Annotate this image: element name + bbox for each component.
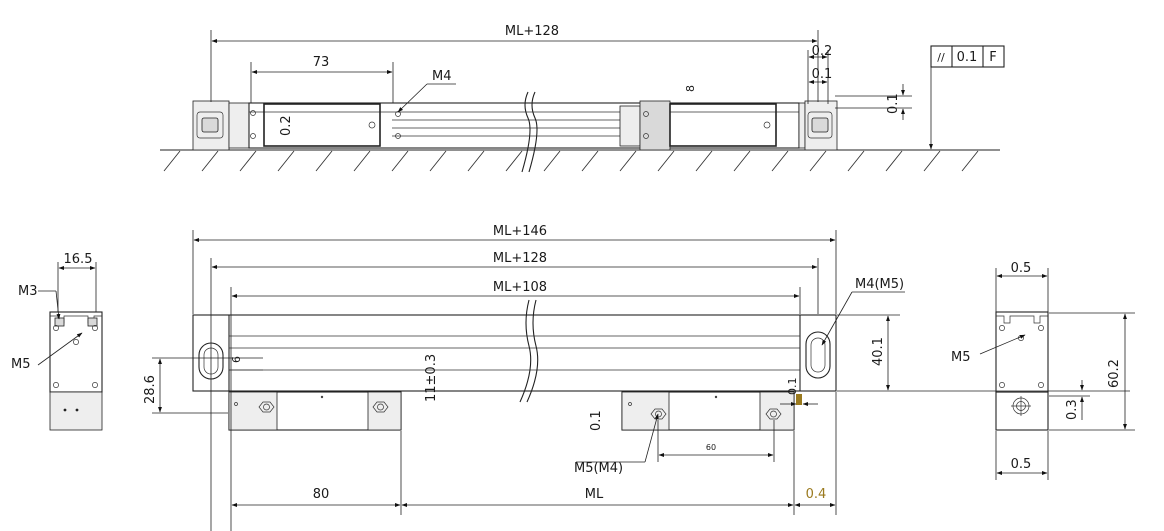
right-bottom-tol-label: 0.5 [1011,457,1032,472]
right-height-label: 60.2 [1107,359,1122,388]
head-spacing-label: 60 [706,443,716,452]
inner-length-label: ML+108 [493,280,547,295]
front-mount-label: M4(M5) [855,277,904,292]
left-width-label: 16.5 [64,252,93,267]
center-tol-label: 11±0.3 [424,354,439,402]
right-end-base [995,391,1049,431]
front-height-label: 40.1 [871,337,886,366]
end-tol-label: 0.4 [806,487,827,502]
overall-length-label: ML+128 [505,24,559,39]
offset-label: 80 [313,487,330,502]
front-view: ML+146 ML+128 ML+108 M4(M5) 40.1 28.6 6 … [143,224,1130,531]
gdt-symbol: // [937,51,945,64]
right-reading-head [669,103,777,147]
gdt-datum: F [989,50,996,65]
head-mark-label: 8 [684,85,697,92]
front-break-mark [519,299,532,403]
right-end-body [995,311,1049,393]
right-thread-label: M5 [951,350,971,365]
right-mount-slot [805,331,831,379]
mount-thread-label: M4 [432,69,452,84]
top-tol-a: 0.2 [812,44,833,59]
ground-hatching [163,150,979,172]
head-offset-label: 73 [313,55,330,70]
top-tol-b: 0.1 [812,67,833,82]
right-top-tol-label: 0.5 [1011,261,1032,276]
break-mark [521,91,531,173]
top-view: ML+128 73 M4 0.2 8 0.2 0.1 0.1 // [160,24,1005,173]
mid-length-label: ML+128 [493,251,547,266]
front-profile [192,314,837,392]
total-length-label: ML+146 [493,224,547,239]
left-side-thread: M5 [11,357,31,372]
left-end-view: 16.5 M3 M5 [11,252,103,431]
left-reading-head [263,103,381,147]
gap-b-label: 0.1 [786,378,799,396]
measuring-length-label: ML [585,487,604,502]
scale-profile [248,102,800,149]
gap-a-label: 0.1 [589,410,604,431]
left-top-thread: M3 [18,284,38,299]
head-thread-label: M5(M4) [574,461,623,476]
right-offset-tol-label: 0.3 [1065,399,1080,420]
side-tol-label: 0.1 [886,93,901,114]
side-mark-label: 6 [230,356,243,363]
right-end-view: 0.5 0.5 60.2 0.3 M5 [951,261,1135,480]
left-height-label: 28.6 [143,375,158,404]
gdt-tolerance: 0.1 [957,50,978,65]
vertical-label: 0.2 [279,115,294,136]
left-end-base [49,391,103,431]
gdt-frame: // 0.1 F [929,45,1005,150]
